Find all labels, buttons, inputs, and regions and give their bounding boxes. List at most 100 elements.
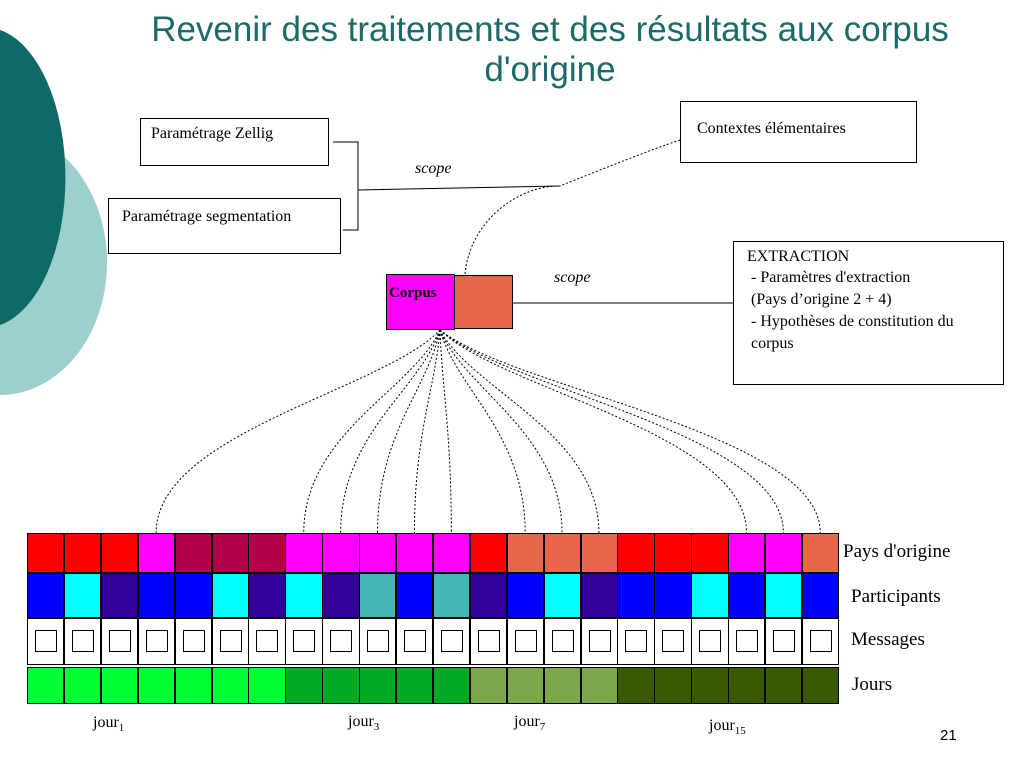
message-square: [736, 630, 759, 652]
pays-cell: [211, 533, 249, 573]
row-label-messages: Messages: [851, 629, 925, 650]
extraction-line: (Pays d’origine 2 + 4): [751, 291, 892, 308]
jour-label: jour7: [514, 713, 546, 734]
jour-cell: [63, 667, 102, 704]
message-cell: [617, 618, 655, 665]
pays-cell: [765, 533, 803, 573]
message-square: [367, 630, 390, 652]
participants-cell: [359, 573, 397, 618]
participants-cell: [100, 573, 139, 618]
extraction-line: corpus: [751, 335, 794, 352]
jour-cell: [543, 667, 581, 704]
dotted-fan-line: [377, 329, 441, 534]
participants-cell: [174, 573, 212, 618]
message-square: [145, 630, 168, 652]
dotted-fan-line: [340, 329, 441, 534]
message-square: [108, 630, 131, 652]
dotted-fan-line: [439, 329, 821, 534]
message-cell: [765, 618, 803, 665]
dotted-fan-line: [413, 329, 441, 534]
message-cell: [322, 618, 360, 665]
message-cell: [174, 618, 212, 665]
jour-cell: [211, 667, 249, 704]
scope-label-top: scope: [415, 160, 452, 177]
row-label-pays: Pays d'origine: [843, 541, 951, 562]
row-label-participants: Participants: [851, 586, 941, 607]
dotted-fan-line: [439, 329, 563, 534]
contextes-elementaires-box: Contextes élémentaires: [680, 101, 917, 163]
decorative-circles: [0, 30, 108, 395]
message-cell: [580, 618, 618, 665]
jour-cell: [691, 667, 729, 704]
message-cell: [248, 618, 286, 665]
participants-cell: [543, 573, 581, 618]
message-cell: [285, 618, 323, 665]
message-cell: [801, 618, 840, 665]
message-square: [699, 630, 722, 652]
message-square: [773, 630, 795, 652]
jour-cell: [617, 667, 655, 704]
pays-cell: [100, 533, 139, 573]
pays-cell: [691, 533, 729, 573]
extraction-line: - Paramètres d'extraction: [751, 269, 911, 286]
pays-cell: [137, 533, 176, 573]
jour-cell: [580, 667, 618, 704]
deco-circle-dark: [0, 30, 66, 325]
pays-cell: [396, 533, 434, 573]
message-square: [440, 630, 463, 652]
dotted-fan-line: [439, 329, 600, 534]
participants-cell: [432, 573, 471, 618]
row-label-jours: Jours: [852, 674, 893, 695]
message-cell: [100, 618, 139, 665]
dotted-line-contextes: [464, 139, 681, 275]
dotted-fan-lines: [155, 329, 821, 534]
scope-line-top: [357, 185, 561, 191]
jour-cell: [432, 667, 471, 704]
participants-cell: [137, 573, 176, 618]
participants-cell: [765, 573, 803, 618]
jour-cell: [506, 667, 545, 704]
participants-cell: [63, 573, 102, 618]
message-square: [330, 630, 353, 652]
message-cell: [543, 618, 581, 665]
pays-cell: [580, 533, 618, 573]
pays-cell: [543, 533, 581, 573]
participants-cell: [691, 573, 729, 618]
participants-cell: [801, 573, 840, 618]
message-square: [477, 630, 500, 652]
participants-cell: [27, 573, 65, 618]
jour-label: jour3: [348, 713, 380, 734]
jour-cell: [396, 667, 434, 704]
message-square: [71, 630, 94, 652]
message-cell: [137, 618, 176, 665]
participants-cell: [396, 573, 434, 618]
message-square: [182, 630, 205, 652]
participants-cell: [469, 573, 508, 618]
participants-cell: [654, 573, 692, 618]
dotted-fan-line: [439, 329, 748, 534]
message-cell: [396, 618, 434, 665]
message-cell: [63, 618, 102, 665]
participants-cell: [617, 573, 655, 618]
dotted-fan-line: [439, 329, 452, 534]
pays-cell: [432, 533, 471, 573]
message-cell: [728, 618, 766, 665]
pays-cell: [174, 533, 212, 573]
participants-cell: [322, 573, 360, 618]
jour-label: jour1: [93, 714, 125, 735]
message-square: [256, 630, 279, 652]
message-cell: [432, 618, 471, 665]
message-square: [219, 630, 242, 652]
corpus-box: Corpus: [386, 274, 455, 330]
message-cell: [211, 618, 249, 665]
jour-cell: [285, 667, 323, 704]
message-square: [551, 630, 574, 652]
pays-cell: [63, 533, 102, 573]
dotted-fan-line: [303, 329, 441, 534]
jour-cell: [654, 667, 692, 704]
jour-cell: [322, 667, 360, 704]
jour-cell: [801, 667, 840, 704]
extraction-line: - Hypothèses de constitution du: [751, 313, 954, 330]
